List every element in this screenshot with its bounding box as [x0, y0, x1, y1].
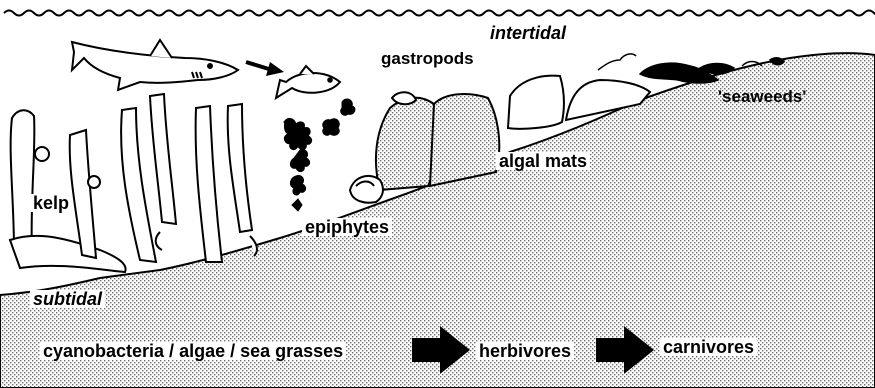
label-epiphytes: epiphytes [302, 218, 392, 236]
fish-illustration [276, 66, 340, 98]
shark-illustration [72, 40, 238, 90]
label-subtidal: subtidal [30, 290, 105, 308]
food-chain-herbivores: herbivores [476, 342, 574, 360]
gastropod-illustration [392, 92, 416, 104]
predation-arrow [246, 62, 284, 76]
water-surface-line [4, 11, 875, 16]
epiphytes-illustration [284, 99, 355, 211]
kelp-illustration [10, 94, 257, 272]
label-seaweeds: 'seaweeds' [718, 88, 806, 105]
food-chain-carnivores: carnivores [660, 338, 757, 356]
label-kelp: kelp [30, 194, 72, 212]
label-intertidal: intertidal [490, 24, 566, 42]
label-algal-mats: algal mats [496, 152, 590, 170]
food-chain-producers: cyanobacteria / algae / sea grasses [40, 342, 346, 360]
label-gastropods: gastropods [378, 50, 477, 67]
